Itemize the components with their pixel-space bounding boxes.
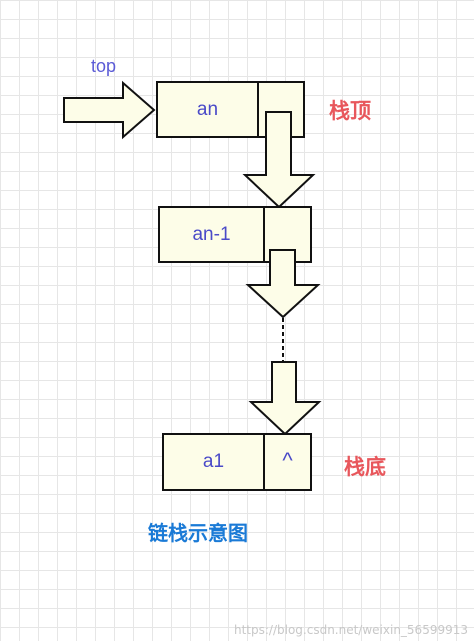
node-data-text: a1 bbox=[202, 451, 225, 472]
diagram-caption: 链栈示意图 bbox=[148, 521, 248, 545]
null-pointer-symbol: ^ bbox=[282, 448, 293, 473]
top-pointer-arrow bbox=[63, 80, 156, 140]
node-a1-next-cell bbox=[263, 433, 312, 491]
node-data-text: an-1 bbox=[192, 224, 231, 245]
watermark-text: https://blog.csdn.net/weixin_56599913 bbox=[233, 623, 468, 637]
node-a1-data-cell bbox=[162, 433, 265, 491]
stack-bottom-label: 栈底 bbox=[344, 455, 386, 479]
node-an-1-data-cell bbox=[158, 206, 265, 263]
link-arrow-to-a1 bbox=[248, 361, 322, 436]
link-arrow-an-1-down bbox=[245, 249, 321, 319]
top-pointer-label: top bbox=[91, 56, 117, 76]
stack-top-label: 栈顶 bbox=[329, 99, 371, 123]
node-data-text: an bbox=[196, 99, 219, 120]
link-arrow-an-to-an-1 bbox=[242, 111, 316, 209]
